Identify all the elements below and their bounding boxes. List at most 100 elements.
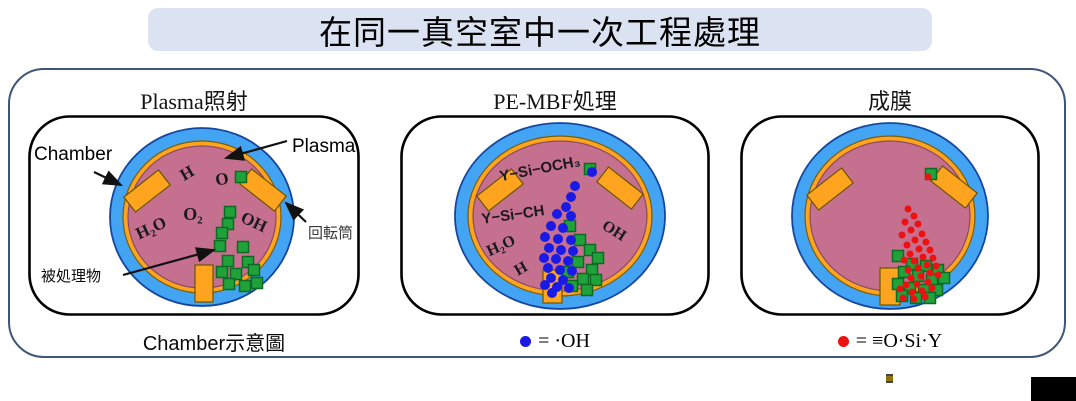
film-dot — [898, 231, 906, 239]
film-dot — [907, 226, 915, 234]
oh-radical-dot — [570, 181, 580, 191]
species-label: O₂ — [183, 204, 202, 224]
workpiece-square — [229, 267, 243, 281]
film-dot — [901, 218, 909, 226]
drum-pillar — [194, 264, 214, 303]
oh-radical-dot — [556, 245, 566, 255]
oh-radical-dot — [552, 209, 562, 219]
film-dot — [902, 281, 910, 289]
film-dot — [918, 230, 926, 238]
panel-title-film: 成膜 — [867, 89, 912, 114]
film-dot — [932, 262, 940, 270]
title-banner: 在同一真空室中一次工程處理 — [148, 8, 932, 51]
oh-radical-dot — [551, 254, 561, 264]
panel-title-plasma: Plasma照射 — [140, 89, 248, 114]
film-dot — [896, 285, 904, 293]
film-dot — [929, 254, 937, 262]
workpiece-square — [215, 265, 229, 279]
oh-radical-dot — [564, 283, 574, 293]
film-dot — [906, 250, 914, 258]
workpiece-square — [221, 254, 235, 268]
film-dot — [921, 293, 929, 301]
workpiece-square — [891, 249, 905, 263]
chamber-arrow — [93, 170, 123, 186]
workpiece-square — [234, 170, 248, 184]
film-dot — [926, 246, 934, 254]
film-dot — [917, 272, 925, 280]
film-dot — [924, 278, 932, 286]
film-dot — [910, 257, 918, 265]
film-dot — [914, 220, 922, 228]
film-dot — [904, 205, 912, 213]
oh-radical-dot — [561, 202, 571, 212]
film-dot — [911, 236, 919, 244]
oh-radical-dot — [540, 280, 550, 290]
film-dot-icon — [837, 336, 849, 347]
oh-radical-dot — [544, 243, 554, 253]
workpiece-square — [223, 205, 237, 219]
workpiece-square — [589, 273, 603, 287]
paddle-left — [475, 168, 525, 212]
oh-radical-dot — [566, 192, 576, 202]
workpiece-square — [576, 272, 590, 286]
plasma-label: Plasma — [292, 136, 356, 157]
oh-radical-dot — [546, 221, 556, 231]
oh-radical-dot — [555, 265, 565, 275]
panel-title-pembf: PE-MBF処理 — [493, 89, 617, 114]
paddle-left — [805, 167, 855, 211]
film-dot — [899, 294, 907, 302]
film-dot — [903, 241, 911, 249]
oh-radical-dot — [543, 263, 553, 273]
workpiece-square — [213, 239, 227, 253]
paddle-left — [122, 169, 172, 213]
film-dot — [934, 271, 942, 279]
workpiece-label: 被処理物 — [41, 268, 101, 285]
workpiece-square — [222, 277, 236, 291]
workpiece-square — [591, 251, 605, 265]
oh-radical-dot — [546, 273, 556, 283]
legend-osiy: = ≡O·Si·Y — [740, 330, 1040, 353]
workpiece-square — [215, 226, 229, 240]
oh-radical-dot — [540, 232, 550, 242]
rotating-drum-arrow — [284, 201, 307, 223]
film-dot — [910, 212, 918, 220]
legend-osiy-text: = ≡O·Si·Y — [855, 330, 943, 352]
oh-radical-dot — [539, 253, 549, 263]
oh-radical-dot — [558, 275, 568, 285]
oh-radical-dot-icon — [520, 336, 532, 347]
film-chamber-diagram — [740, 115, 1040, 316]
chamber-caption: Chamber示意圖 — [142, 333, 286, 355]
film-dot — [922, 238, 930, 246]
rotating-drum-label: 回転筒 — [308, 225, 353, 242]
oh-radical-dot — [566, 235, 576, 245]
film-dot — [908, 288, 916, 296]
oh-radical-dot — [553, 234, 563, 244]
workpiece-square — [238, 279, 252, 293]
oh-radical-dot — [547, 288, 557, 298]
panel-film — [740, 115, 1040, 316]
species-label: O — [214, 168, 230, 189]
oh-radical-dot — [567, 266, 577, 276]
workpiece-square — [583, 243, 597, 257]
film-dot — [924, 173, 932, 181]
workpiece-square — [236, 240, 250, 254]
oh-radical-dot — [568, 246, 578, 256]
oh-radical-dot — [566, 211, 576, 221]
film-dot — [928, 284, 936, 292]
film-dot — [915, 245, 923, 253]
film-dot — [918, 287, 926, 295]
legend-oh-text: = ·OH — [538, 330, 590, 352]
paddle-right — [595, 166, 645, 210]
oh-radical-dot — [587, 167, 597, 177]
film-dot — [919, 253, 927, 261]
page-title: 在同一真空室中一次工程處理 — [319, 13, 761, 51]
plasma-arrow — [223, 139, 288, 161]
legend-oh: = ·OH — [400, 330, 710, 353]
workpiece-square — [247, 263, 261, 277]
workpiece-square — [250, 276, 264, 290]
workpiece-square — [580, 283, 594, 297]
